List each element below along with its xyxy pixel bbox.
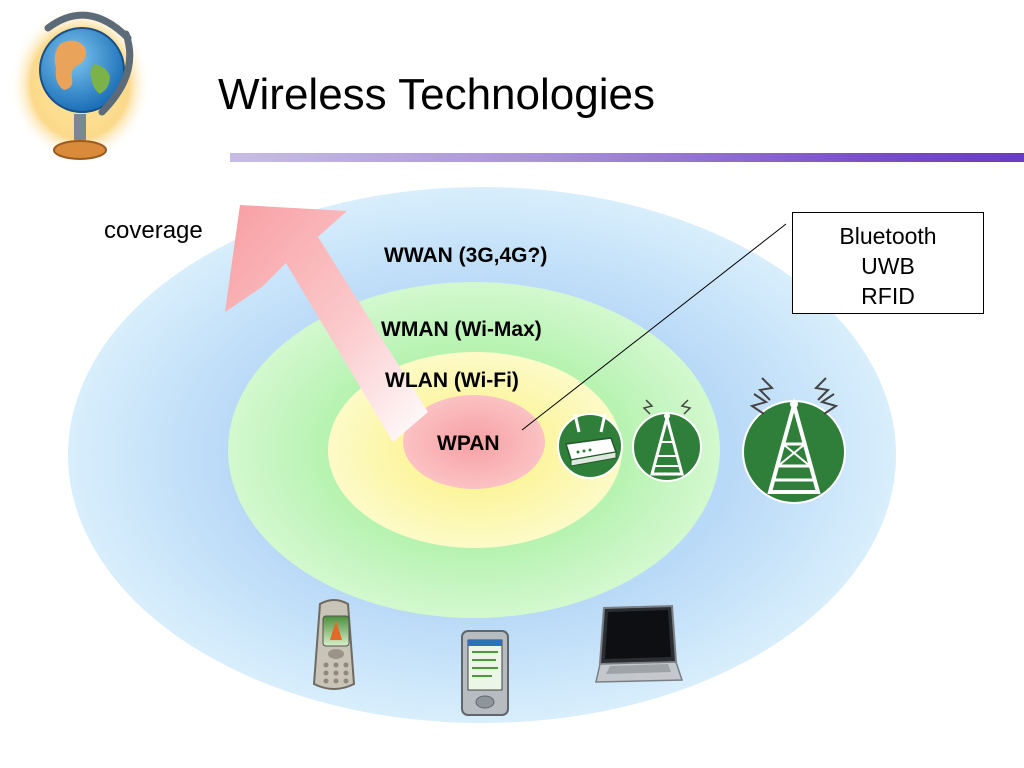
coverage-arrow (225, 205, 428, 442)
title-underline (230, 153, 1024, 162)
wman-label: WMAN (Wi-Max) (381, 318, 542, 341)
wwan-label: WWAN (3G,4G?) (384, 244, 547, 267)
slide-title: Wireless Technologies (218, 70, 655, 119)
callout-line (521, 223, 787, 431)
wpan-zone (403, 395, 545, 489)
large-cell-tower-icon (742, 377, 846, 504)
wlan-label: WLAN (Wi-Fi) (385, 369, 519, 392)
wpan-label: WPAN (437, 432, 500, 455)
small-cell-tower-icon (632, 399, 702, 482)
coverage-label: coverage (104, 217, 203, 244)
pda-icon (461, 630, 509, 716)
wpan-technologies-box: Bluetooth UWB RFID (792, 212, 984, 314)
laptop-icon (595, 604, 684, 683)
tech-rfid: RFID (861, 283, 915, 309)
globe-icon (10, 6, 150, 162)
mobile-phone-icon (312, 599, 356, 690)
tech-uwb: UWB (861, 253, 915, 279)
tech-bluetooth: Bluetooth (839, 223, 937, 249)
wireless-router-icon (557, 413, 623, 479)
